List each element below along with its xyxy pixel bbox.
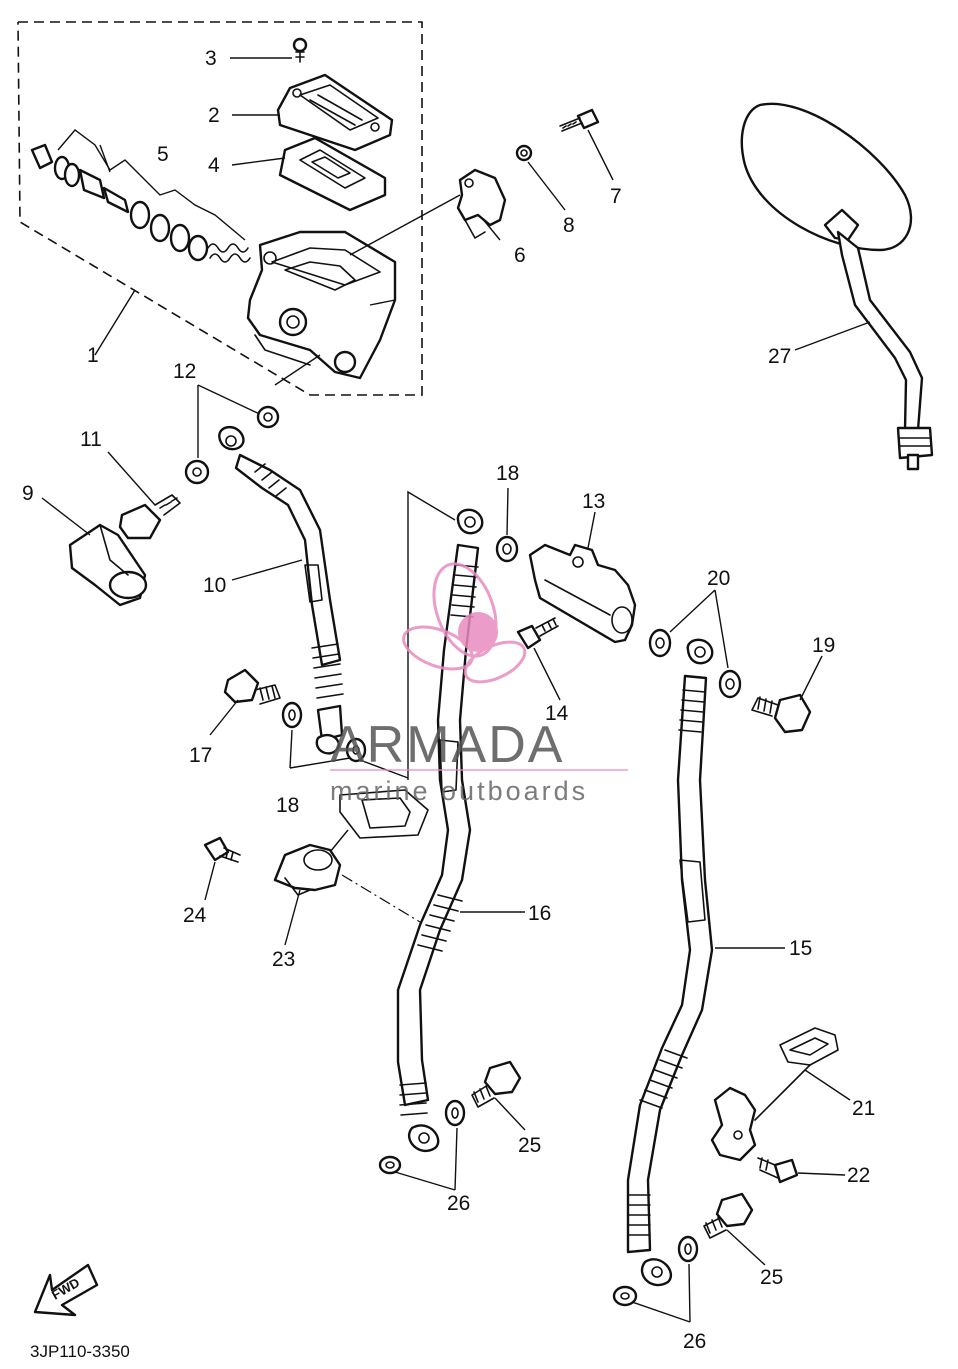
part-27-mirror: [740, 102, 934, 471]
part-23-hose-holder: [273, 789, 429, 896]
label-part-27: 27: [768, 345, 791, 368]
label-part-14: 14: [545, 702, 569, 725]
part-26-washer-a: [444, 1099, 466, 1127]
part-11-union-bolt: [118, 494, 181, 540]
label-part-12: 12: [173, 360, 196, 383]
watermark-logo: ARMADA marine outboards: [330, 562, 628, 806]
watermark-brand: ARMADA: [330, 716, 564, 774]
part-4-diaphragm: [278, 136, 387, 212]
label-part-16: 16: [528, 902, 551, 925]
part-10-brake-hose-1: [218, 426, 344, 755]
label-part-24: 24: [183, 904, 207, 927]
label-part-2: 2: [208, 104, 220, 127]
part-20-washer-b: [718, 669, 742, 699]
label-part-21: 21: [852, 1097, 875, 1120]
part-16-brake-hose-2: [396, 508, 484, 1152]
part-25-union-bolt-right: [703, 1192, 754, 1239]
label-part-6: 6: [514, 244, 526, 267]
label-part-13: 13: [582, 490, 605, 513]
label-part-18-left: 18: [276, 794, 299, 817]
label-part-26-left: 26: [447, 1192, 470, 1215]
label-part-9: 9: [22, 482, 34, 505]
part-8-washer: [515, 144, 533, 162]
part-13-brake-hose-joint: [528, 543, 637, 644]
part-19-union-bolt: [751, 693, 812, 734]
part-3-screw: [292, 37, 308, 63]
label-part-1: 1: [87, 344, 99, 367]
label-part-8: 8: [563, 214, 575, 237]
label-part-19: 19: [812, 634, 835, 657]
part-6-clamp: [456, 168, 507, 239]
part-25-union-bolt-left: [471, 1060, 522, 1108]
part-12-washer: [256, 405, 280, 429]
watermark-tagline: marine outboards: [330, 776, 588, 806]
label-part-11: 11: [80, 428, 102, 451]
label-part-4: 4: [208, 154, 220, 177]
label-part-3: 3: [205, 47, 217, 70]
part-17-union-bolt: [223, 668, 281, 705]
label-part-23: 23: [272, 948, 295, 971]
part-20-washer-a: [648, 628, 672, 658]
part-18-washer-top: [495, 535, 519, 563]
leader-lines: [41, 57, 871, 1323]
part-26-washer-c: [677, 1235, 699, 1263]
label-part-10: 10: [203, 574, 226, 597]
label-part-7: 7: [610, 185, 622, 208]
part-21-bracket: [710, 1027, 839, 1162]
part-26-washer-b: [378, 1155, 402, 1175]
label-part-22: 22: [847, 1164, 870, 1187]
label-part-25-right: 25: [760, 1266, 783, 1289]
part-labels: 3 2 5 4 1 7 8 6 27 12 11 9 18 13 10 20 1…: [22, 47, 875, 1353]
part-18-washer-right: [345, 737, 367, 763]
part-2-reservoir-cap: [276, 73, 394, 152]
propeller-icon: [402, 562, 527, 684]
part-18-washer-left: [281, 701, 303, 729]
label-part-20: 20: [707, 567, 730, 590]
part-7-bolt: [559, 108, 600, 132]
master-cylinder-assembly-box: [17, 21, 423, 396]
part-22-screw: [757, 1157, 799, 1184]
part-24-screw: [203, 836, 241, 863]
label-part-17: 17: [189, 744, 212, 767]
label-part-18-top: 18: [496, 462, 519, 485]
master-cylinder-body: [246, 230, 397, 380]
label-part-15: 15: [789, 937, 812, 960]
part-5-piston-kit: [30, 129, 251, 263]
part-15-brake-hose-3: [626, 638, 714, 1287]
part-14-bolt: [516, 617, 559, 650]
label-part-5: 5: [157, 143, 169, 166]
label-part-26-right: 26: [683, 1330, 706, 1353]
label-part-25-left: 25: [518, 1134, 541, 1157]
diagram-code: 3JP110-3350: [30, 1342, 130, 1361]
part-12-washer-lower: [184, 459, 210, 485]
part-26-washer-d: [612, 1285, 638, 1307]
part-9-cap: [68, 523, 148, 607]
fwd-arrow-icon: FWD: [33, 1263, 99, 1317]
